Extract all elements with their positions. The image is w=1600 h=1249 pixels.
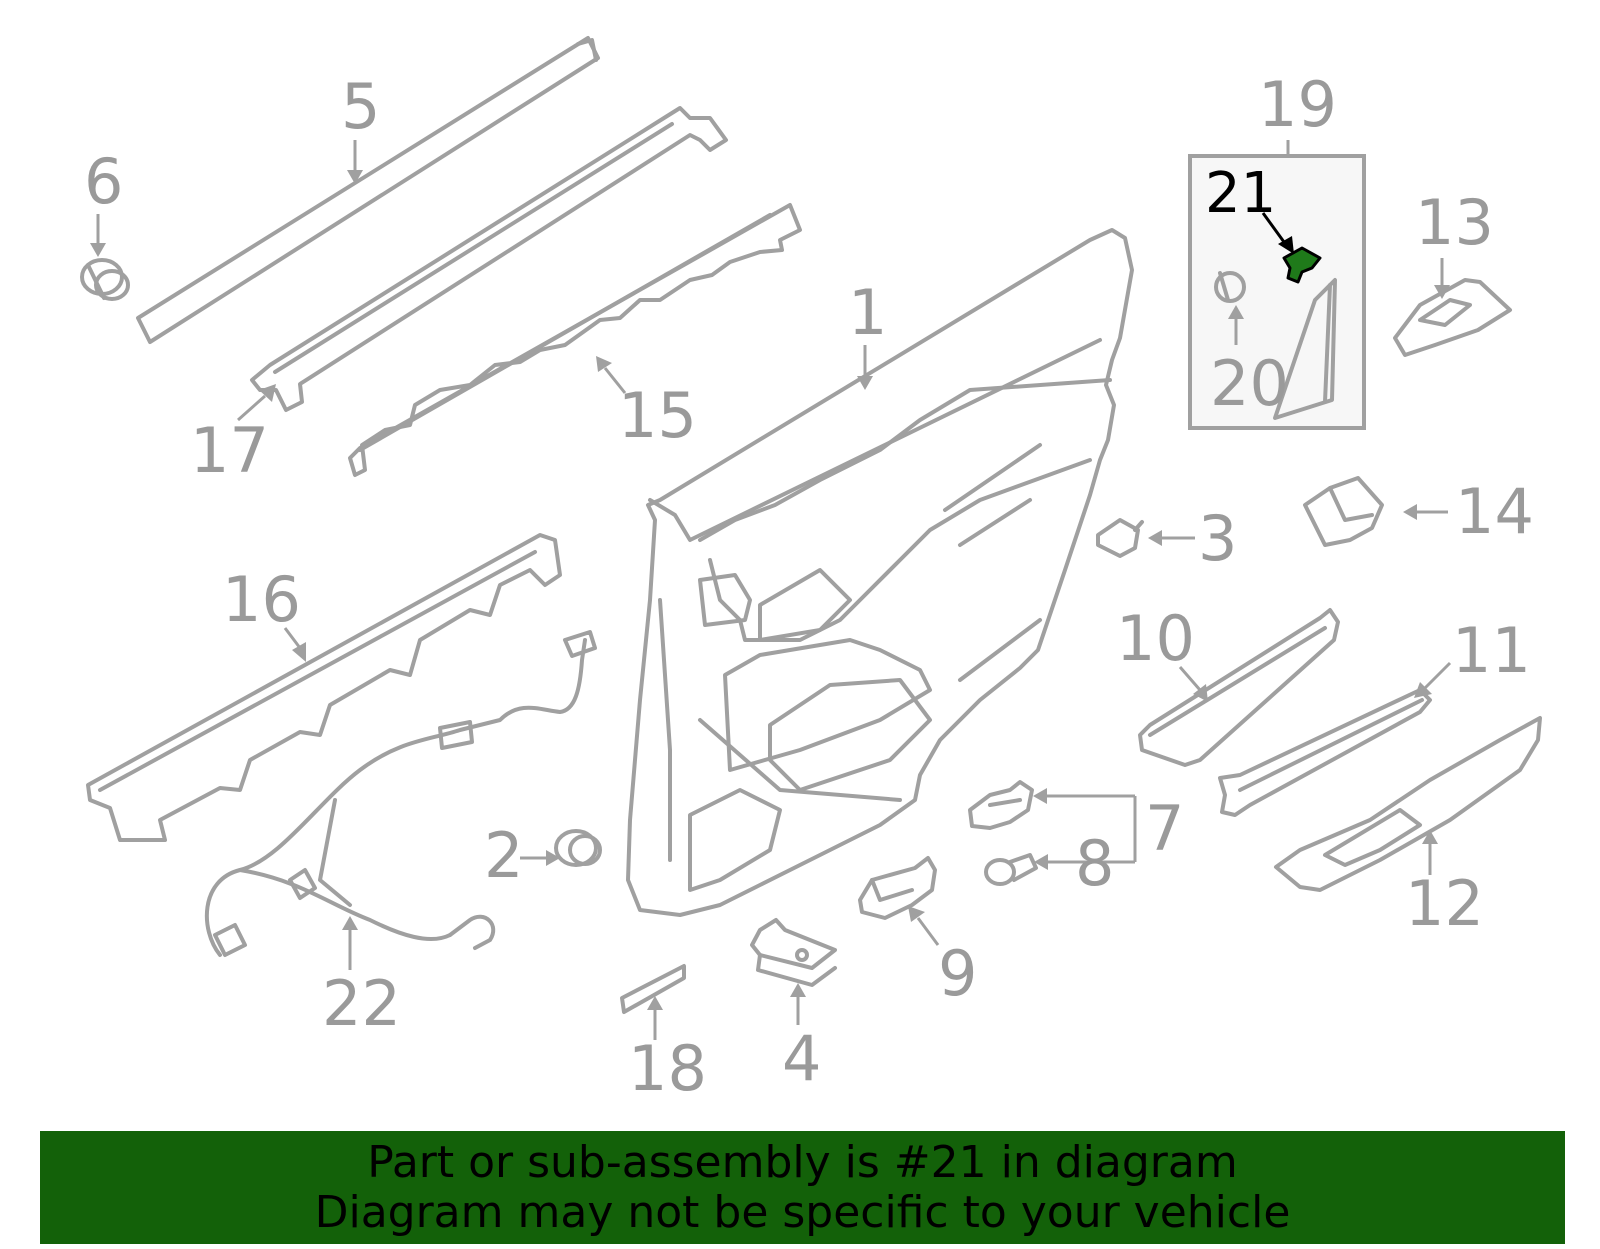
callout-3: 3 bbox=[1198, 502, 1237, 575]
part-16-bracket-strip[interactable] bbox=[86, 533, 562, 842]
callout-20: 20 bbox=[1210, 347, 1289, 420]
parts-diagram: 5 6 17 15 16 22 1 3 2 4 18 9 7 8 10 11 1… bbox=[80, 36, 1542, 1105]
callout-16: 16 bbox=[222, 563, 301, 636]
part-13-handle-bezel[interactable] bbox=[1393, 278, 1512, 357]
part-22-wiring-harness[interactable] bbox=[204, 630, 597, 957]
part-12-armrest[interactable] bbox=[1274, 716, 1542, 892]
part-3-cap[interactable] bbox=[1096, 518, 1144, 558]
callout-1: 1 bbox=[848, 276, 887, 349]
part-14-cover[interactable] bbox=[1303, 476, 1384, 547]
callout-9: 9 bbox=[938, 937, 977, 1010]
callout-4: 4 bbox=[782, 1022, 821, 1095]
part-1-door-trim-panel[interactable] bbox=[626, 228, 1134, 917]
callout-21: 21 bbox=[1205, 161, 1276, 226]
part-2-grommet[interactable] bbox=[554, 829, 602, 867]
callout-10: 10 bbox=[1116, 602, 1195, 675]
part-9-pull-cup[interactable] bbox=[858, 856, 937, 920]
callout-7: 7 bbox=[1145, 792, 1184, 865]
part-10-switch-bezel[interactable] bbox=[1138, 608, 1340, 767]
part-19-trim-piece[interactable] bbox=[1273, 278, 1337, 420]
callout-11: 11 bbox=[1452, 614, 1531, 687]
callout-6: 6 bbox=[84, 145, 123, 218]
callout-17: 17 bbox=[190, 414, 269, 487]
callout-19: 19 bbox=[1258, 68, 1337, 141]
leader-lines bbox=[90, 140, 1452, 1040]
part-11-trim-strip[interactable] bbox=[1218, 688, 1432, 817]
part-17-weatherstrip[interactable] bbox=[250, 106, 728, 412]
callout-5: 5 bbox=[341, 70, 380, 143]
part-20-fastener[interactable] bbox=[1214, 271, 1246, 303]
callout-2: 2 bbox=[484, 819, 523, 892]
callout-18: 18 bbox=[628, 1032, 707, 1105]
banner-line-2: Diagram may not be specific to your vehi… bbox=[314, 1186, 1291, 1238]
part-18-pad[interactable] bbox=[620, 964, 686, 1014]
callout-22: 22 bbox=[322, 967, 401, 1040]
part-8-bulb[interactable] bbox=[984, 853, 1038, 886]
part-21-clip-highlighted[interactable] bbox=[1282, 246, 1322, 284]
banner-line-1: Part or sub-assembly is #21 in diagram bbox=[367, 1136, 1238, 1188]
part-15-inner-strip[interactable] bbox=[348, 203, 802, 477]
callout-15: 15 bbox=[618, 379, 697, 452]
callout-8: 8 bbox=[1075, 827, 1114, 900]
callout-13: 13 bbox=[1415, 186, 1494, 259]
info-banner: Part or sub-assembly is #21 in diagram D… bbox=[40, 1131, 1565, 1244]
callout-14: 14 bbox=[1455, 475, 1534, 548]
part-5-trim-strip[interactable] bbox=[136, 36, 600, 344]
callout-12: 12 bbox=[1405, 867, 1484, 940]
part-6-clip[interactable] bbox=[80, 258, 130, 301]
part-7-handle[interactable] bbox=[968, 780, 1034, 830]
part-4-bracket[interactable] bbox=[750, 918, 837, 987]
